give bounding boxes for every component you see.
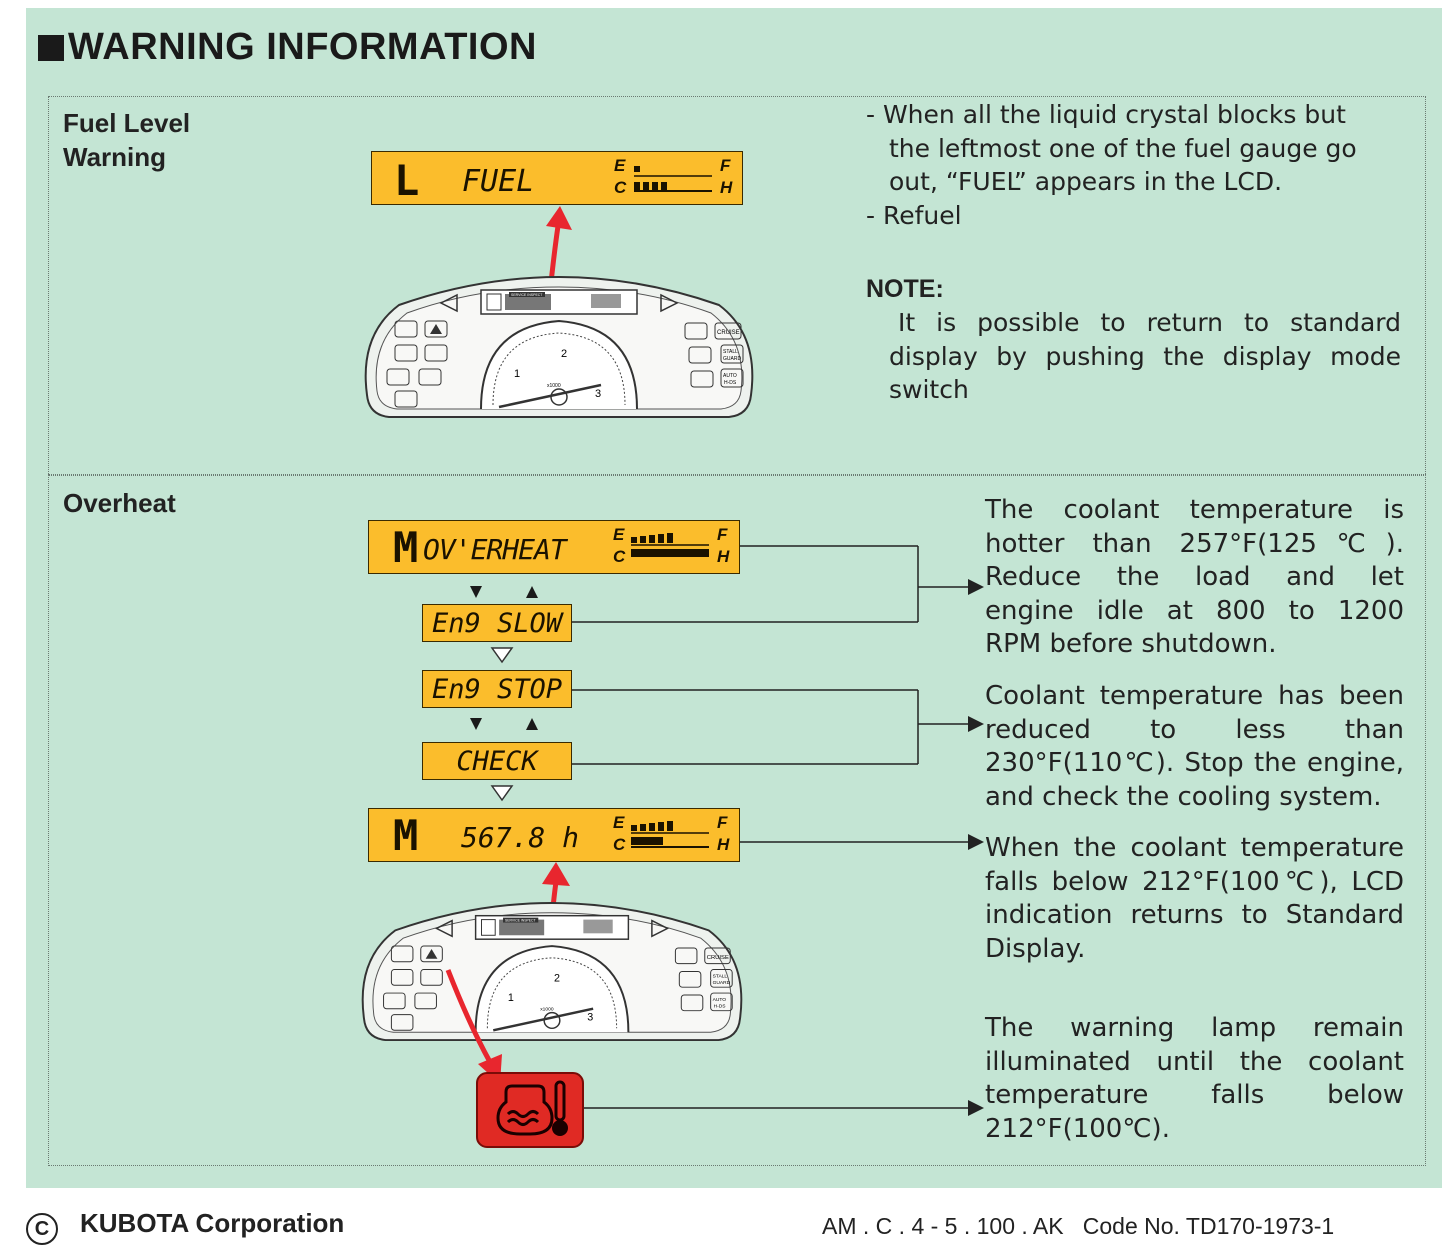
coolant-temperature-warning-lamp-icon — [476, 1072, 584, 1148]
note-heading: NOTE: — [866, 275, 944, 303]
svg-text:3: 3 — [595, 388, 601, 400]
lcd-mode-letter: L — [394, 156, 420, 205]
svg-text:GUARD: GUARD — [713, 980, 731, 986]
instrument-panel-bottom: SERVICE INSPECT 1 2 3 x1000 CRUISE STALL… — [361, 901, 743, 1042]
instrument-panel-top: SERVICE INSPECT 1 2 3 x1000 CRUISE STALL… — [364, 275, 754, 418]
fuel-lcd-display: L FUEL E C F H — [371, 151, 743, 205]
overheat-text-3: When the coolant temperature falls below… — [985, 833, 1404, 964]
svg-text:GUARD: GUARD — [723, 356, 741, 362]
svg-text:1: 1 — [508, 992, 514, 1004]
svg-text:STALL: STALL — [723, 349, 738, 355]
footer-code: AM . C . 4 - 5 . 100 . AK Code No. TD170… — [822, 1213, 1335, 1239]
svg-text:2: 2 — [554, 972, 560, 984]
fuel-level-warning-label: Fuel Level Warning — [63, 108, 191, 172]
overheat-section-frame — [48, 474, 1426, 1166]
svg-text:CRUISE: CRUISE — [707, 955, 729, 961]
fuel-gauge-bar — [634, 166, 712, 192]
hours-gauge-bar — [631, 821, 709, 848]
svg-text:SERVICE INSPECT: SERVICE INSPECT — [505, 919, 536, 923]
eng-stop-lcd: En9 STOP — [422, 670, 572, 708]
svg-text:1: 1 — [514, 368, 520, 380]
svg-text:CRUISE: CRUISE — [717, 330, 740, 336]
fuel-description: - When all the liquid crystal blocks but… — [866, 100, 1357, 230]
flow-triangles — [470, 586, 538, 802]
svg-text:STALL: STALL — [713, 973, 728, 979]
svg-text:SERVICE INSPECT: SERVICE INSPECT — [511, 293, 543, 297]
check-lcd: CHECK — [422, 742, 572, 780]
title-bullet-square — [38, 35, 64, 61]
svg-text:3: 3 — [587, 1011, 593, 1023]
hours-lcd-display: M 567.8 h E C F H — [368, 808, 740, 862]
page-title: WARNING INFORMATION — [38, 26, 537, 69]
overheat-text-2: Coolant temperature has been reduced to … — [985, 681, 1404, 812]
eng-slow-lcd: En9 SLOW — [422, 604, 572, 642]
copyright-icon: C — [26, 1213, 58, 1245]
overheat-connectors — [572, 545, 984, 1116]
overheat-label: Overheat — [63, 488, 176, 518]
manual-page: WARNING INFORMATION Fuel Level Warning L… — [26, 8, 1442, 1188]
overheat-text-4: The warning lamp remain illuminated unti… — [985, 1013, 1404, 1144]
svg-text:x1000: x1000 — [547, 383, 561, 389]
note-text: It is possible to return to standard dis… — [889, 308, 1401, 404]
fuel-section-frame — [48, 96, 1426, 476]
svg-text:AUTO: AUTO — [723, 373, 737, 379]
svg-text:H-DS: H-DS — [724, 380, 737, 386]
svg-text:2: 2 — [561, 348, 567, 360]
overheat-gauge-bar — [631, 533, 709, 557]
lcd-message: FUEL — [462, 164, 535, 199]
overheat-text-1: The coolant temperature is hotter than 2… — [985, 495, 1404, 659]
svg-text:AUTO: AUTO — [713, 997, 727, 1003]
svg-text:x1000: x1000 — [540, 1007, 554, 1013]
svg-text:H-DS: H-DS — [714, 1004, 727, 1010]
overheat-lcd-display: M OV'ERHEAT E C F H — [368, 520, 740, 574]
